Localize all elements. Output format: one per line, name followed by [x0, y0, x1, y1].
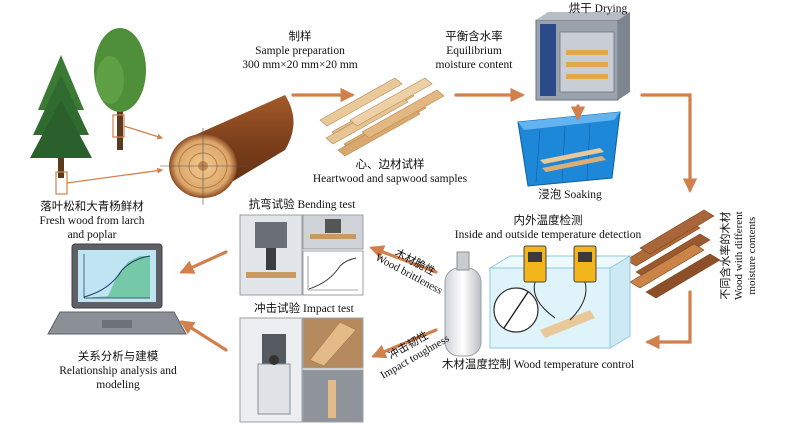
bending-test-photos [239, 214, 364, 296]
arrow-control-to-impact [371, 328, 438, 359]
arrow-pile-to-control [645, 290, 692, 350]
poplar-tree-illustration [94, 28, 146, 150]
arrow-bending-to-analysis [179, 250, 228, 274]
temperature-detection-label: 内外温度检测 Inside and outside temperature de… [454, 215, 642, 241]
larch-tree-illustration [30, 55, 92, 178]
larch-pointer [66, 167, 164, 184]
bending-test-label: 抗弯试验 Bending test [248, 199, 356, 211]
fresh-wood-label: 落叶松和大青杨鲜材 Fresh wood from larch and popl… [39, 201, 145, 241]
temperature-control-illustration [444, 245, 632, 357]
heart-sap-label: 心、边材试样 Heartwood and sapwood samples [312, 159, 468, 185]
arrow-oven-to-pile [640, 93, 698, 193]
sample-preparation-label: 制样 Sample preparation 300 mm×20 mm×20 mm [242, 31, 358, 71]
soaking-label: 浸泡 Soaking [538, 189, 602, 201]
equilibrium-label: 平衡含水率 Equilibrium moisture content [435, 31, 513, 71]
arrow-control-to-bending [369, 245, 438, 274]
process-arrows [179, 87, 698, 359]
arrow-impact-to-analysis [179, 320, 228, 352]
heartwood-sapwood-samples-illustration [319, 77, 445, 157]
impact-test-photos [239, 317, 364, 423]
laptop-illustration [47, 243, 187, 335]
moisture-contents-label: 不同含水率的木材 Wood with different moisture co… [720, 211, 758, 300]
relationship-analysis-label: 关系分析与建模 Relationship analysis and modeli… [59, 351, 177, 391]
log-illustration [160, 95, 294, 205]
poplar-pointer [123, 125, 164, 140]
drying-label: 烘干 Drying [568, 3, 628, 15]
moisture-samples-pile-illustration [625, 209, 721, 299]
soaking-tub-illustration [517, 111, 621, 187]
impact-test-label: 冲击试验 Impact test [254, 303, 354, 315]
drying-oven-illustration [535, 12, 630, 101]
temperature-control-label: 木材温度控制 Wood temperature control [441, 359, 635, 371]
